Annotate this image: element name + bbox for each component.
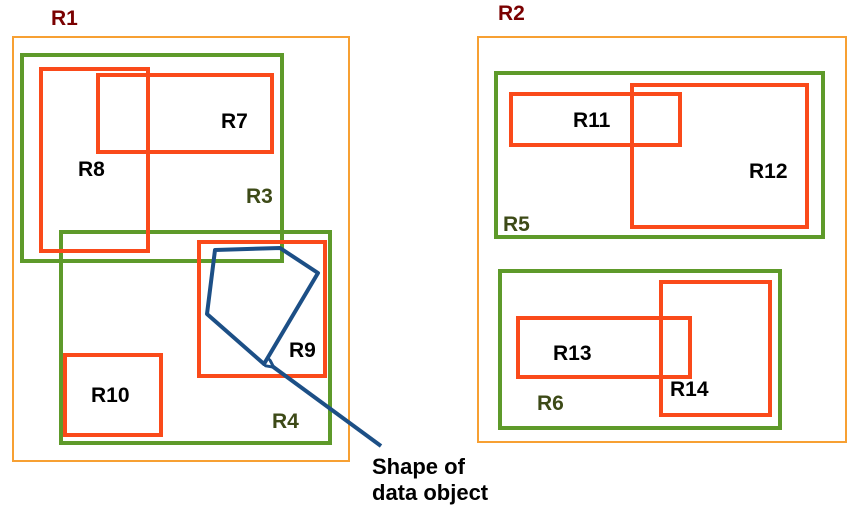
region-r12-box xyxy=(630,83,809,229)
region-r8-label: R8 xyxy=(78,158,105,181)
region-r3-box xyxy=(20,53,284,263)
region-r1-box xyxy=(12,36,350,462)
region-r13-box xyxy=(516,316,692,379)
region-r10-label: R10 xyxy=(91,384,130,407)
region-r14-box xyxy=(659,280,772,417)
region-r6-label: R6 xyxy=(537,392,564,415)
region-r2-box xyxy=(477,36,847,443)
region-r14-label: R14 xyxy=(670,378,709,401)
region-r2-label: R2 xyxy=(498,2,525,25)
region-r10-box xyxy=(63,353,163,437)
region-r9-box xyxy=(197,240,327,378)
region-r13-label: R13 xyxy=(553,342,592,365)
data-object-shape xyxy=(205,246,320,366)
annotation-arrow xyxy=(272,366,383,448)
region-r1-label: R1 xyxy=(51,7,78,30)
region-r4-box xyxy=(59,230,332,445)
region-r5-label: R5 xyxy=(503,213,530,236)
annotation-line-1: Shape of xyxy=(372,454,466,479)
annotation-line-2: data object xyxy=(372,480,489,505)
region-r6-box xyxy=(498,269,782,430)
region-r8-box xyxy=(39,67,150,253)
region-r7-box xyxy=(96,73,274,154)
region-r7-label: R7 xyxy=(221,110,248,133)
region-r11-label: R11 xyxy=(573,109,611,132)
region-r12-label: R12 xyxy=(749,160,788,183)
region-r3-label: R3 xyxy=(246,185,273,208)
region-r5-box xyxy=(494,71,825,239)
region-r9-label: R9 xyxy=(289,339,316,362)
region-r4-label: R4 xyxy=(272,410,299,433)
region-r11-box xyxy=(509,92,682,147)
